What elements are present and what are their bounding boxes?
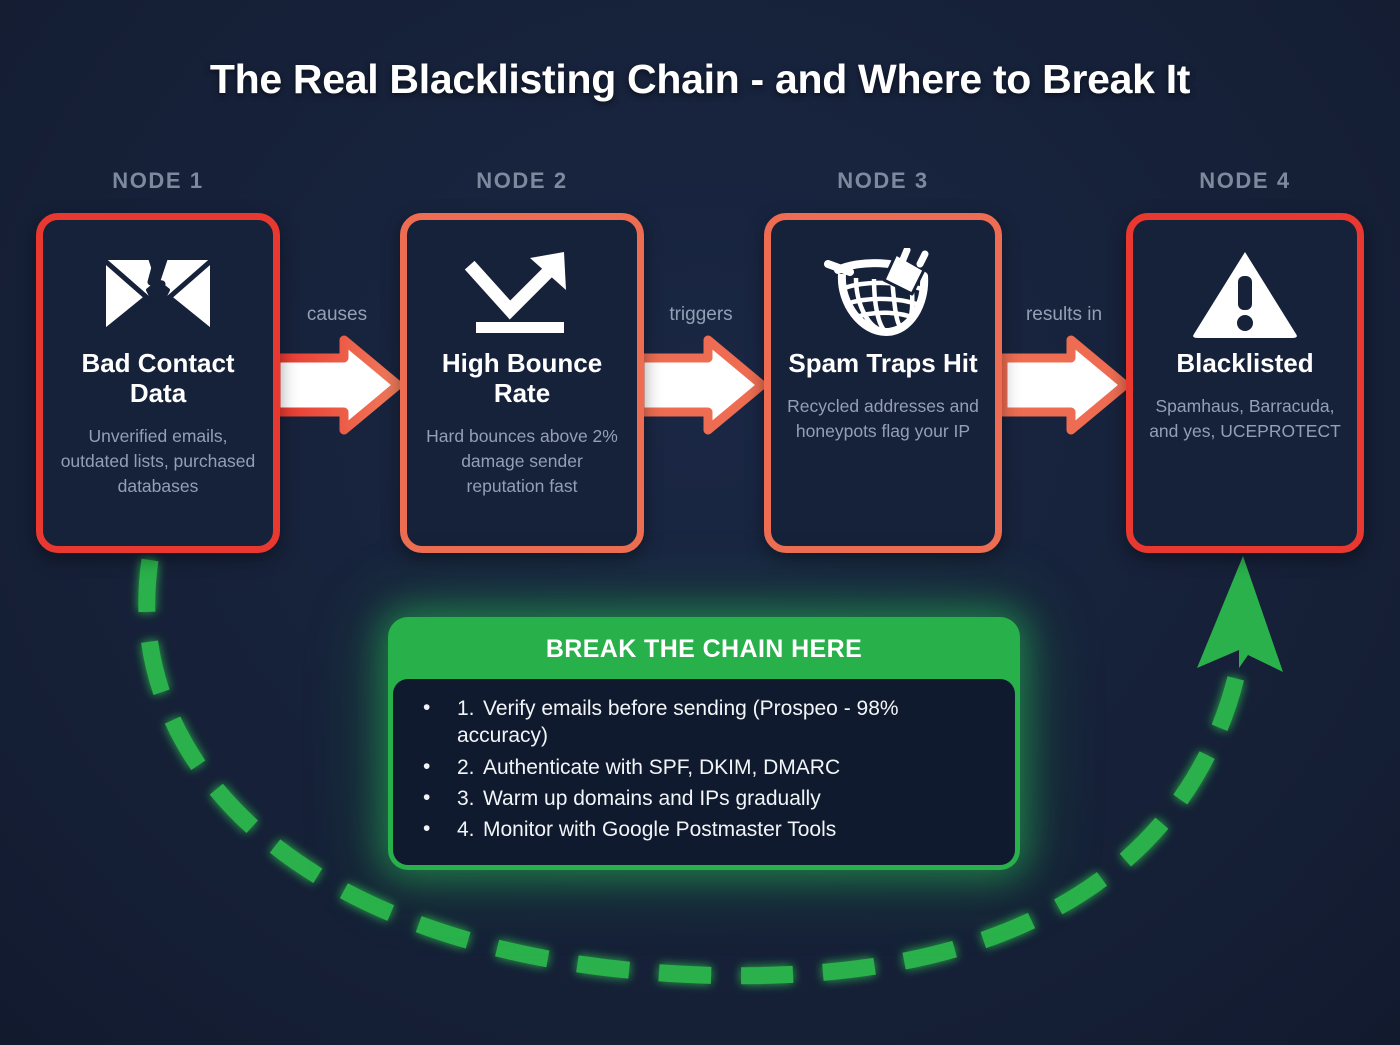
list-item: 3. Warm up domains and IPs gradually [415,784,993,812]
node-title-1: Bad Contact Data [81,348,235,409]
node-box-bad-contact-data[interactable]: Bad Contact Data Unverified emails, outd… [36,213,280,553]
node-label-1: NODE 1 [112,168,204,193]
right-arrow-icon-1 [271,335,403,435]
list-item-number: 3. [457,786,475,810]
node-desc-4: Spamhaus, Barracuda, and yes, UCEPROTECT [1149,396,1341,441]
node-label-4: NODE 4 [1199,168,1291,193]
connector-label-causes: causes [306,304,368,325]
node-box-spam-traps-hit[interactable]: Spam Traps Hit Recycled addresses and ho… [764,213,1002,553]
list-item: 2. Authenticate with SPF, DKIM, DMARC [415,753,993,781]
connector-label-triggers: triggers [669,304,733,325]
list-item-number: 2. [457,755,475,779]
connector-label-results-in: results in [1025,304,1103,325]
list-item-text: Verify emails before sending (Prospeo - … [457,697,899,748]
node-label-3: NODE 3 [837,168,929,193]
list-item-text: Authenticate with SPF, DKIM, DMARC [483,755,841,779]
catch-net-icon [824,246,942,342]
node-box-blacklisted[interactable]: Blacklisted Spamhaus, Barracuda, and yes… [1126,213,1364,553]
page-title: The Real Blacklisting Chain - and Where … [209,56,1191,102]
node-label-2: NODE 2 [476,168,568,193]
upward-trend-arrow-icon [462,246,582,342]
warning-triangle-icon [1190,246,1300,342]
list-item-text: Monitor with Google Postmaster Tools [483,818,837,842]
list-item: 1.Verify emails before sending (Prospeo … [415,694,993,750]
list-item-number: 1. [457,697,475,720]
list-item-number: 4. [457,818,475,842]
node-title-4: Blacklisted [1176,348,1314,378]
node-desc-2: Hard bounces above 2% damage sender repu… [426,426,618,496]
list-item: 4. Monitor with Google Postmaster Tools [415,815,993,843]
node-desc-3: Recycled addresses and honeypots flag yo… [787,396,979,441]
node-desc-1: Unverified emails, outdated lists, purch… [60,426,256,496]
node-title-2: High Bounce Rate [441,348,603,409]
broken-envelope-icon [98,246,218,342]
break-the-chain-panel[interactable]: BREAK THE CHAIN HERE 1.Verify emails bef… [388,617,1020,871]
node-title-3: Spam Traps Hit [788,348,978,378]
node-box-high-bounce-rate[interactable]: High Bounce Rate Hard bounces above 2% d… [400,213,644,553]
right-arrow-icon-2 [635,335,767,435]
break-panel-header: BREAK THE CHAIN HERE [545,635,863,663]
break-panel-body: 1.Verify emails before sending (Prospeo … [393,679,1015,866]
list-item-text: Warm up domains and IPs gradually [483,786,821,810]
right-arrow-icon-3 [998,335,1130,435]
break-panel-list: 1.Verify emails before sending (Prospeo … [415,694,993,843]
